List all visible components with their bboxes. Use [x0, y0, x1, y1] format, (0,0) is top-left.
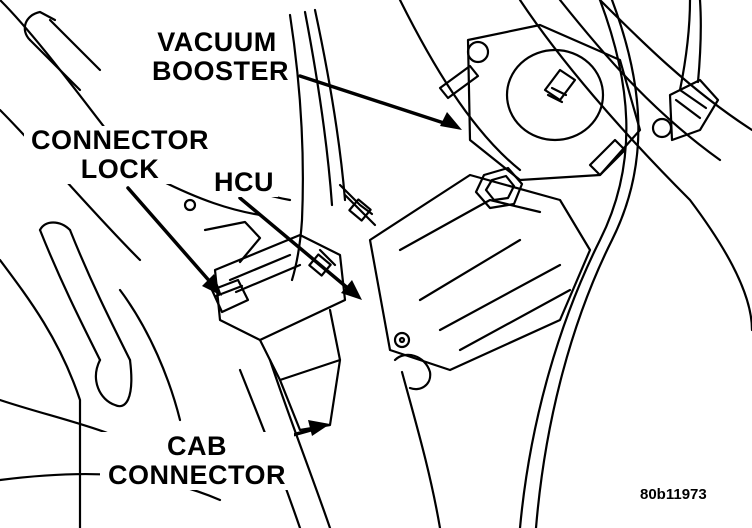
right-connector — [668, 0, 720, 142]
connector-lock-leader — [126, 186, 214, 286]
vacuum-booster-housing — [398, 0, 752, 332]
hcu-leader — [238, 196, 352, 292]
cab-connector-label-line1: CAB — [167, 431, 227, 461]
cab-connector-label-line2: CONNECTOR — [107, 460, 286, 490]
mounting-stud — [588, 117, 673, 177]
cab-connector-label: CAB CONNECTOR — [100, 432, 294, 490]
hcu-label-text: HCU — [214, 167, 274, 197]
connector-lock-label-line2: LOCK — [80, 154, 160, 184]
hcu-arrowhead — [341, 280, 362, 300]
hcu-label: HCU — [210, 168, 278, 197]
connector-lock-label-line1: CONNECTOR — [30, 125, 209, 155]
hcu-assembly — [308, 166, 592, 372]
vacuum-booster-label: VACUUM BOOSTER — [150, 27, 290, 86]
cab-connector-arrowhead — [308, 420, 330, 436]
vacuum-booster-arrowhead — [440, 112, 462, 130]
mounting-stud — [438, 40, 490, 100]
vacuum-booster-leader — [298, 74, 452, 127]
vacuum-booster-label-line1: VACUUM — [157, 27, 277, 57]
connector-lock-label: CONNECTOR LOCK — [24, 126, 216, 184]
vacuum-booster-label-line2: BOOSTER — [152, 56, 290, 86]
mounting-stud — [543, 68, 577, 104]
wiring-harness — [288, 0, 640, 528]
connector-lock-arrowhead — [202, 274, 222, 296]
sensor-fitting — [393, 331, 442, 528]
figure-id: 80b11973 — [640, 486, 707, 503]
